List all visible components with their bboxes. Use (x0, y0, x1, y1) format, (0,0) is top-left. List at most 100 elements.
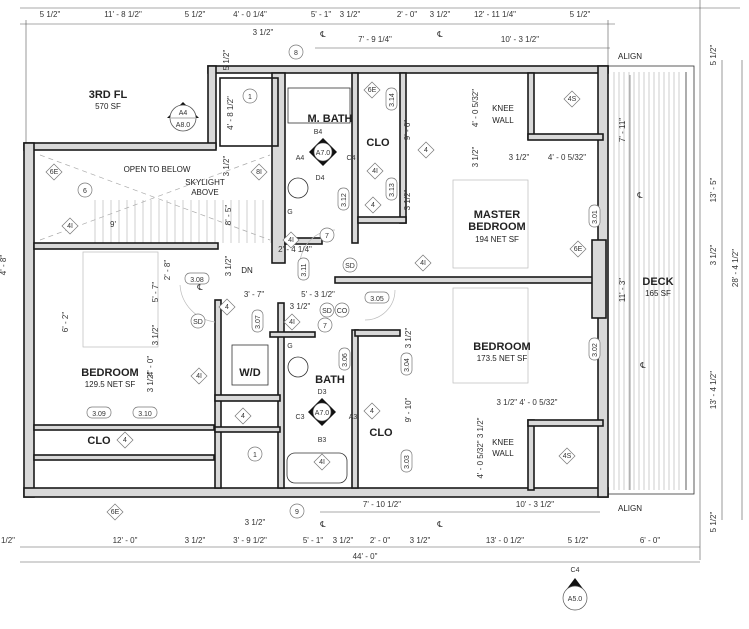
washer-dryer (231, 344, 269, 386)
keynote-label: SD (345, 263, 355, 270)
room-area: 194 NET SF (475, 235, 519, 244)
dimension-label: 5' - 7" (151, 282, 160, 303)
plan-note: WALL (492, 116, 514, 125)
window-tag-label: 3.04 (404, 358, 411, 372)
window-tag (400, 352, 413, 376)
window-tag (297, 257, 310, 281)
section-marker-a4: A4 A8.0 (167, 102, 199, 132)
dimension-label: 7' - 11" (618, 118, 627, 142)
walls (23, 65, 609, 498)
centerline-icon: ℄ (319, 30, 326, 39)
dimension-label: 12' - 0" (113, 536, 138, 545)
keynote-circle (77, 182, 93, 198)
fixture-tag-label: 6E (50, 169, 59, 176)
fixture-tag-diamond (363, 402, 381, 420)
fixture-tag-diamond (45, 163, 63, 181)
open-to-below-line (39, 154, 271, 241)
keynote-circle (247, 446, 263, 462)
dimension-label: 2' - 8" (163, 260, 172, 281)
centerline-icon: ℄ (319, 520, 326, 529)
plan-note: ABOVE (191, 188, 219, 197)
door-swing (364, 289, 396, 321)
dimension-label: 3 1/2" (709, 245, 718, 266)
room-name: M. BATH (307, 113, 352, 125)
fixture-tag-diamond (417, 141, 435, 159)
elevation-letter: D4 (316, 175, 325, 182)
sink (287, 356, 309, 378)
dimension-label: 3 1/2" (253, 28, 274, 37)
deck-boards (613, 72, 680, 490)
dimension-label: 5 1/2" (709, 512, 718, 533)
elevation-letter: B4 (314, 129, 323, 136)
plan-note: ALIGN (618, 52, 642, 61)
centerline-icon: ℄ (196, 283, 203, 292)
room-name: BEDROOM (468, 221, 525, 233)
fixture-tag-label: 4I (420, 260, 426, 267)
fixture-tag-label: 4I (372, 168, 378, 175)
fixture-tag-diamond (283, 313, 301, 331)
section-marker-label: A7.0 (316, 150, 331, 157)
keynote-circle (242, 88, 258, 104)
fixture-tag-label: 4 (424, 147, 428, 154)
dimension-label: 7' - 10 1/2" (363, 500, 401, 509)
window-tag (364, 291, 390, 304)
window-tag-label: 3.13 (389, 183, 396, 197)
keynote-label: SD (193, 319, 203, 326)
shower (287, 87, 351, 124)
keynote-label: 6 (83, 188, 87, 195)
fixture-tag-label: 4 (370, 408, 374, 415)
dimension-label: 12' - 11 1/4" (474, 10, 516, 19)
fixture-tag-diamond (363, 81, 381, 99)
elevation-letter: G (287, 209, 292, 216)
bed-outline (452, 179, 529, 269)
bed-outline (452, 287, 529, 384)
dimension-label: 3 1/2" (340, 10, 361, 19)
room-name: CLO (87, 435, 111, 447)
dimension-label: 13' - 5" (709, 177, 718, 202)
centerline-icon: ℄ (436, 520, 443, 529)
dimension-label: 3 1/2" (245, 518, 266, 527)
dimension-label: 4' - 0" (146, 356, 155, 377)
window-tag-label: 3.11 (301, 263, 308, 276)
keynote-label: 9 (295, 509, 299, 516)
keynote-label: 8 (294, 50, 298, 57)
plan-note: KNEE (492, 104, 514, 113)
window-tag (338, 347, 351, 371)
window-tag-label: 3.05 (370, 296, 384, 303)
fixture-tag-diamond (61, 217, 79, 235)
dimension-label: 5 1/2" (40, 10, 61, 19)
bathtub (286, 452, 348, 484)
dimension-label: 2' - 0" (370, 536, 391, 545)
fixture-tag-diamond (364, 196, 382, 214)
dimension-label: 9' - 6" (403, 120, 412, 141)
room-name: BEDROOM (473, 341, 530, 353)
elevation-letter: C4 (347, 155, 356, 162)
room-name: DECK (642, 276, 673, 288)
fixture-tag-diamond (282, 231, 300, 249)
room-name: 3RD FL (89, 89, 128, 101)
dimension-label: 5' - 3 1/2" (301, 290, 335, 299)
room-name: MASTER (474, 209, 521, 221)
window-tag (337, 187, 350, 211)
fixture-tag-label: 4I (196, 373, 202, 380)
fixture-tag-diamond (313, 453, 331, 471)
dimension-label: 3 1/2" 4' - 0 5/32" (496, 398, 557, 407)
fixture-tag-label: 4I (67, 223, 73, 230)
fixture-tag-label: 6E (368, 87, 377, 94)
plan-note: DN (241, 266, 253, 275)
dimension-label: 3 1/2" (224, 256, 233, 277)
dimension-label: 3 1/2" (222, 156, 231, 177)
keynote-label: SD (322, 308, 332, 315)
section-marker-c4: C4 A5.0 (562, 567, 588, 611)
elevation-letter: D3 (318, 389, 327, 396)
fixture-tag-diamond (563, 90, 581, 108)
window-tag-label: 3.01 (592, 210, 599, 224)
dimension-label: 28' - 4 1/2" (731, 249, 740, 287)
window-tag-label: 3.02 (592, 343, 599, 357)
window-tag-label: 3.10 (138, 411, 152, 418)
dimension-label: 5 1/2" (709, 45, 718, 66)
room-name: BEDROOM (81, 367, 138, 379)
section-marker-label: A4 (179, 110, 188, 117)
keynote-label: 7 (325, 233, 329, 240)
dimension-label: 9' - 10" (404, 397, 413, 422)
